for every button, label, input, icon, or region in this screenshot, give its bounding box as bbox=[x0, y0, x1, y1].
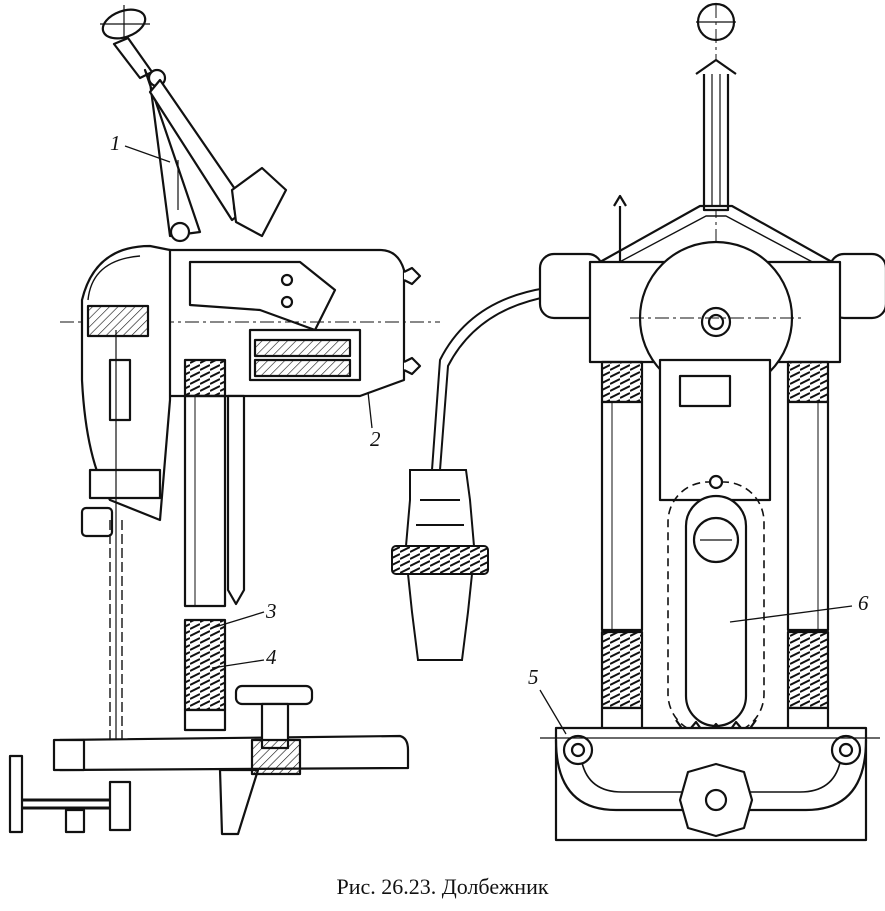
chain-bar-front bbox=[658, 358, 772, 738]
motor-body bbox=[80, 244, 172, 538]
front-leaders bbox=[539, 605, 853, 735]
callout-6: 6 bbox=[858, 591, 869, 615]
frame-arms bbox=[599, 194, 833, 267]
base-side bbox=[58, 684, 410, 836]
plug bbox=[391, 469, 489, 661]
side-leaders bbox=[124, 145, 373, 669]
mortiser-drawing: 1 2 3 4 5 6 bbox=[8, 2, 885, 842]
callout-2: 2 bbox=[370, 427, 381, 451]
front-view bbox=[538, 2, 885, 842]
column-right-front bbox=[786, 360, 830, 734]
callout-5: 5 bbox=[528, 665, 539, 689]
column-left-front bbox=[600, 360, 644, 734]
callout-3: 3 bbox=[265, 599, 277, 623]
chain-bar-side bbox=[109, 330, 123, 740]
column-side bbox=[183, 358, 246, 732]
figure-caption: Рис. 26.23. Долбежник bbox=[336, 874, 549, 899]
clamp-screw bbox=[8, 738, 132, 834]
side-view bbox=[8, 5, 440, 836]
callout-4: 4 bbox=[266, 645, 277, 669]
base-front bbox=[540, 726, 880, 842]
handle-lever bbox=[100, 5, 288, 243]
power-cable bbox=[391, 287, 553, 661]
crossbeam bbox=[538, 240, 885, 396]
top-handle bbox=[695, 2, 737, 320]
callout-labels: 1 2 3 4 5 6 bbox=[110, 131, 869, 689]
callout-1: 1 bbox=[110, 131, 121, 155]
